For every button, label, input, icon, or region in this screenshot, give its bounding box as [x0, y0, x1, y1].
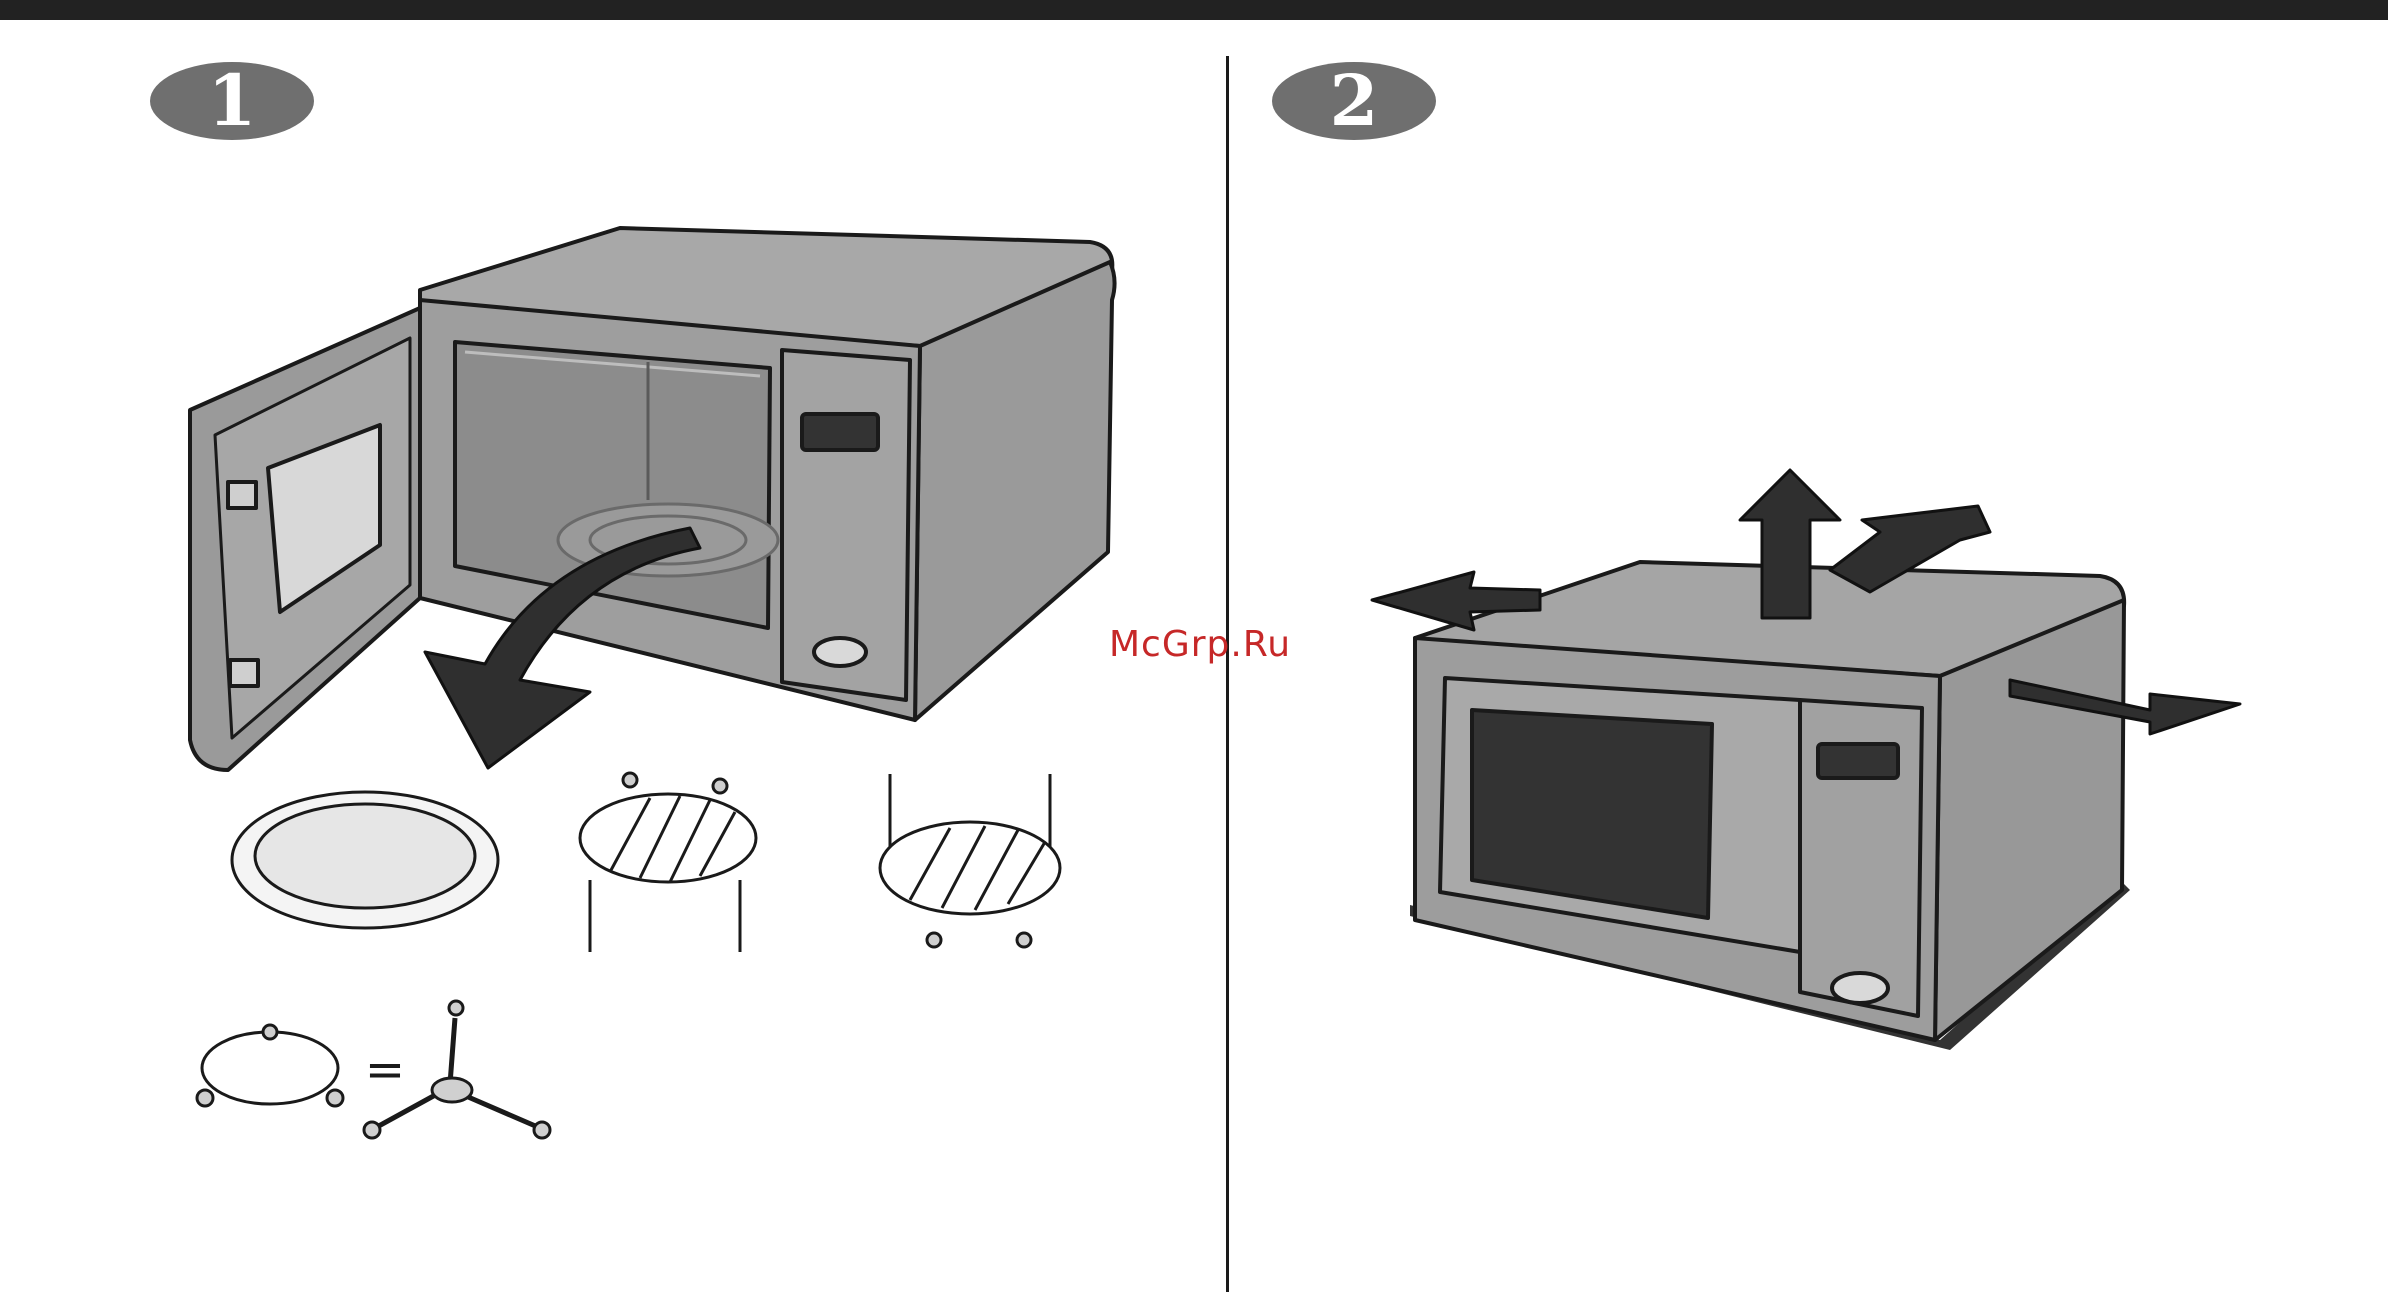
closed-microwave-illustration [1415, 562, 2124, 1040]
watermark: McGrp.Ru [1100, 624, 1300, 665]
